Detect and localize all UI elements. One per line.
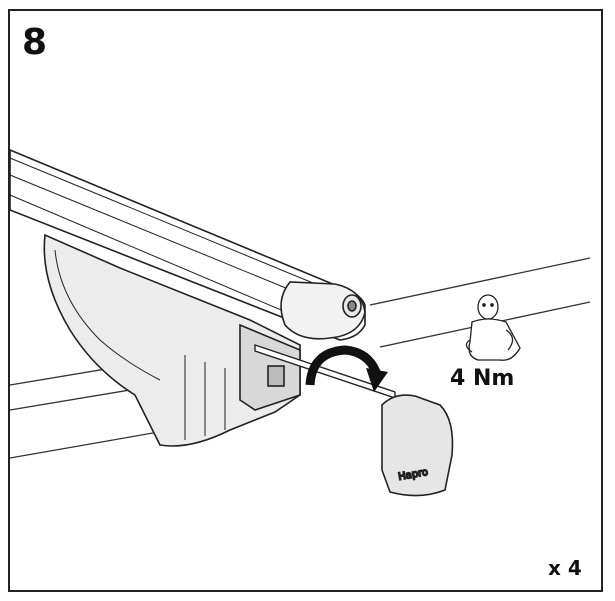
step-number: 8: [22, 22, 48, 63]
end-cap: Hapro: [381, 394, 454, 497]
torque-label: 4 Nm: [450, 366, 515, 391]
quantity-label: x 4: [548, 556, 582, 580]
bolt: [267, 365, 285, 387]
strongman-torque-icon: [465, 294, 521, 361]
rotation-arrow: [305, 345, 388, 392]
roof-bar: [9, 148, 366, 341]
